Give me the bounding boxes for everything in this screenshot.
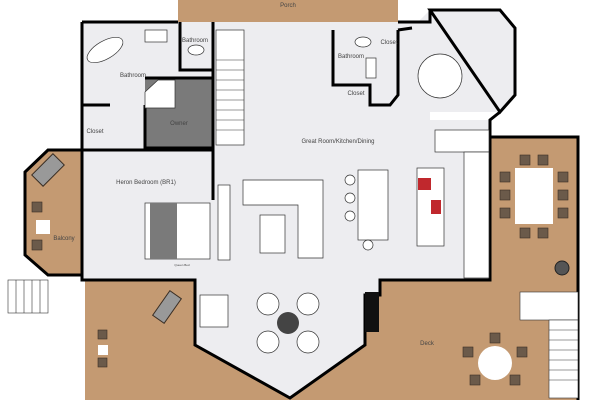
outdoor-table: [515, 168, 553, 224]
label-porch: Porch: [280, 3, 296, 9]
armchair: [199, 294, 229, 328]
label-closet-left: Closet: [86, 129, 103, 135]
patio-table: [478, 346, 512, 380]
label-closet-right-top: Closet: [380, 40, 397, 46]
appliance: [431, 200, 441, 214]
label-closet-right: Closet: [347, 91, 364, 97]
label-bathroom-master: Bathroom: [120, 73, 146, 79]
tv-console: [217, 184, 231, 261]
toilet: [187, 44, 205, 56]
queen-bed: Queen Bed: [144, 202, 211, 267]
kitchen-counter: [463, 151, 490, 279]
round-rug: [277, 312, 299, 334]
lounge-chair: [31, 153, 65, 187]
label-great-room: Great Room/Kitchen/Dining: [301, 139, 374, 145]
interior-stairs: [215, 29, 245, 146]
label-bathroom-small: Bathroom: [182, 38, 208, 44]
exterior-stairs-left: [7, 279, 49, 314]
kitchen-counter: [434, 129, 490, 153]
sink: [144, 29, 168, 43]
label-bathroom-right: Bathroom: [338, 54, 364, 60]
lounge-chair: [151, 290, 183, 324]
label-balcony: Balcony: [53, 236, 74, 242]
exterior-stairs-right: [519, 291, 579, 399]
toilet: [354, 36, 372, 48]
porch: [178, 0, 398, 23]
grill: [554, 260, 570, 276]
shower: [144, 79, 176, 109]
label-bedroom: Heron Bedroom (BR1): [116, 180, 176, 186]
breakfast-bar: [357, 169, 389, 241]
label-deck: Deck: [420, 341, 435, 347]
label-owner: Owner: [170, 121, 188, 127]
dining-table: [417, 53, 463, 99]
bathtub: [86, 36, 124, 64]
fireplace: [365, 292, 379, 332]
sofa: [242, 179, 324, 259]
bed-label: Queen Bed: [174, 263, 190, 267]
sink: [365, 57, 377, 79]
coffee-table: [259, 214, 286, 254]
appliance: [418, 178, 431, 190]
